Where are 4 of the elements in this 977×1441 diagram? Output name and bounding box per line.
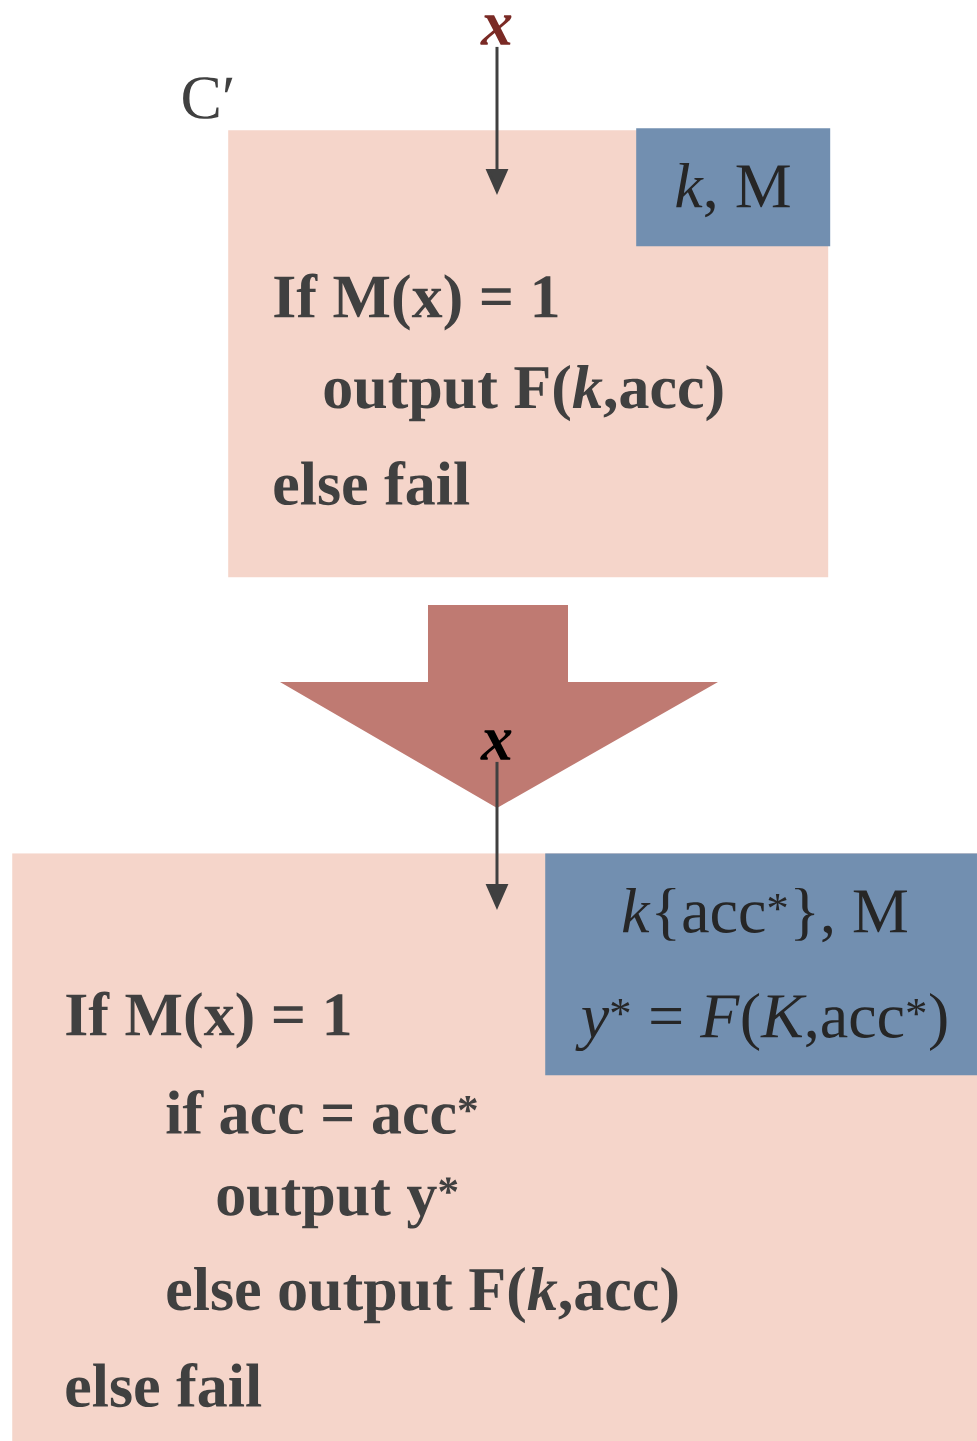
box-caption: C′ (183, 77, 233, 119)
input-label: x (480, 15, 512, 45)
key-box: k{acc$^{*}$}, M y$^{*}$ = F(K,acc$^{*}$) (545, 853, 977, 1076)
key-box: k, M (636, 128, 831, 247)
